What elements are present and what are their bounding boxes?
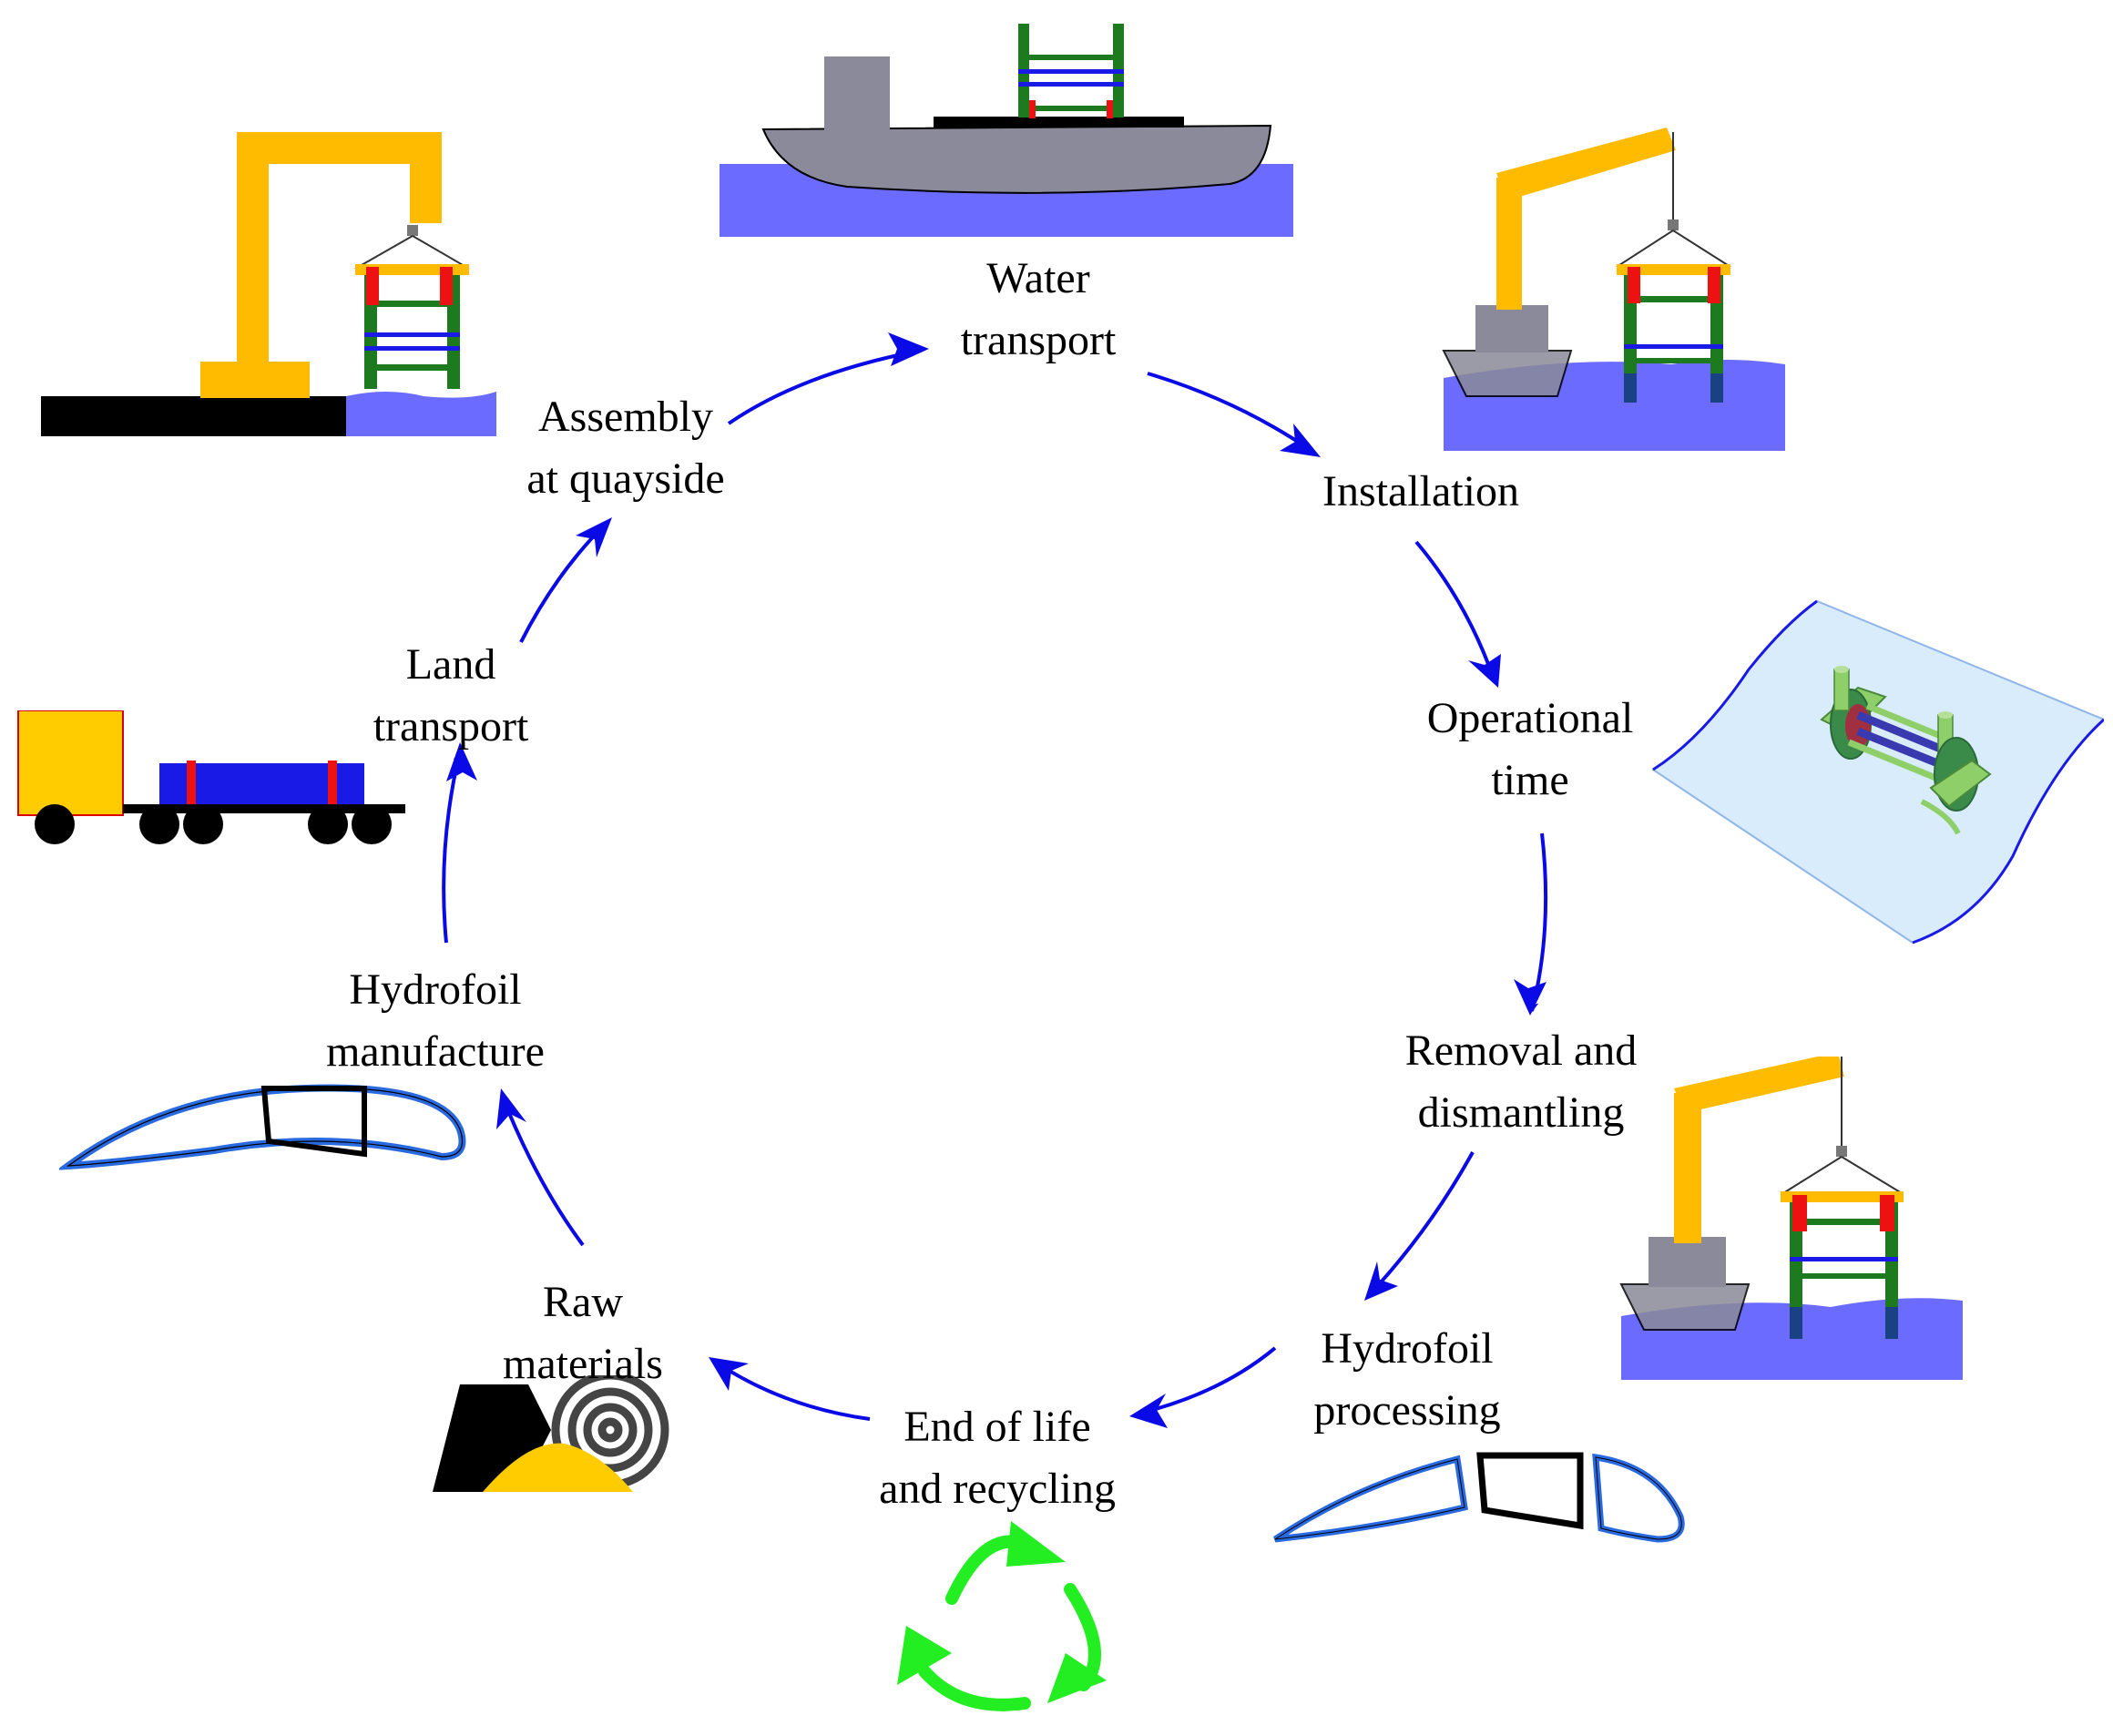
arrow-removal-to-processing <box>1369 1151 1475 1295</box>
label-assembly-quayside: Assembly at quayside <box>526 393 725 503</box>
arrow-processing-to-endoflife <box>1137 1346 1277 1416</box>
arrow-installation-to-operational <box>1414 540 1495 680</box>
label-water-transport: Water transport <box>960 254 1117 364</box>
arrow-assembly-to-water <box>727 347 922 425</box>
label-hydrofoil-manufacture: Hydrofoil manufacture <box>326 965 545 1076</box>
label-hydrofoil-processing: Hydrofoil processing <box>1313 1324 1501 1435</box>
barge-icon <box>720 24 1293 237</box>
hydrofoil-section-icon <box>59 1084 466 1170</box>
recycle-icon <box>897 1521 1107 1711</box>
label-raw-materials: Raw materials <box>503 1278 663 1388</box>
label-land-transport: Land transport <box>373 640 529 751</box>
arrow-water-to-installation <box>1147 372 1313 453</box>
truck-icon <box>17 710 405 844</box>
raw-materials-icon <box>433 1375 669 1492</box>
label-installation: Installation <box>1322 467 1519 516</box>
quayside-crane-icon <box>41 132 496 436</box>
turbine-seabed-icon <box>1651 599 2104 945</box>
crane-vessel-icon <box>1442 128 1785 451</box>
hydrofoil-cut-icon <box>1273 1452 1685 1543</box>
arrow-manufacture-to-land <box>442 750 463 944</box>
label-removal-dismantling: Removal and dismantling <box>1404 1026 1638 1137</box>
label-end-of-life-recycling: End of life and recycling <box>879 1403 1116 1513</box>
label-operational-time: Operational time <box>1426 694 1634 804</box>
arrow-endoflife-to-raw <box>713 1360 871 1421</box>
arrow-raw-to-manufacture <box>501 1096 585 1247</box>
arrow-land-to-assembly <box>519 522 607 643</box>
crane-vessel-icon <box>1619 1057 1963 1380</box>
